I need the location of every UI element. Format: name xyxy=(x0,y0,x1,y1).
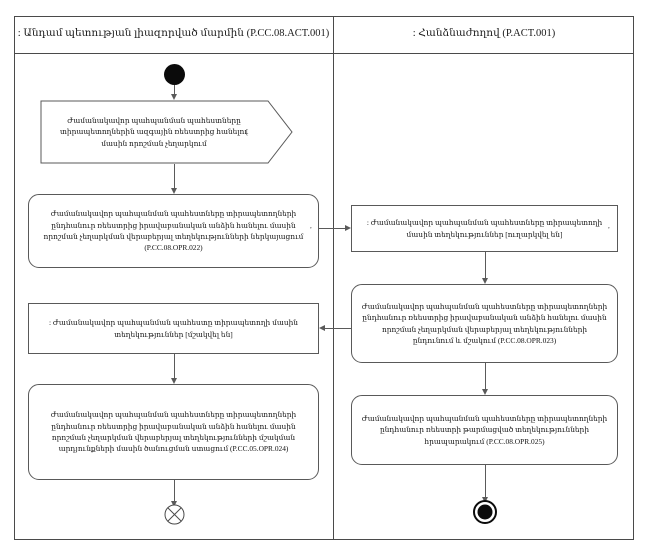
initial-node[interactable] xyxy=(164,64,185,85)
node-label-l1: Ժամանակավոր պահպանման պահեստները տիրապետ… xyxy=(60,115,248,148)
node-action-l2[interactable]: Ժամանակավոր պահպանման պահեստները տիրապետ… xyxy=(28,194,319,268)
node-action-r3[interactable]: Ժամանակավոր պահպանման պահեստները տիրապետ… xyxy=(351,395,618,465)
arrowhead-left-icon xyxy=(319,325,325,331)
edge-l1-to-l2 xyxy=(174,164,175,189)
arrowhead-down-icon xyxy=(171,94,177,100)
swimlane-divider xyxy=(333,16,334,540)
node-l2-pin-marker: , xyxy=(310,222,312,230)
swimlane-header-left: : Անդամ պետության լիազորված մարմին (P.CC… xyxy=(17,28,330,39)
edge-start-to-l1 xyxy=(174,85,175,95)
node-action-r2[interactable]: Ժամանակավոր պահպանման պահեստները տիրապետ… xyxy=(351,284,618,363)
node-label-l4: Ժամանակավոր պահպանման պահեստները տիրապետ… xyxy=(50,410,297,454)
arrowhead-down-icon xyxy=(171,378,177,384)
activity-final-node[interactable] xyxy=(473,500,497,524)
node-label-r1: : Ժամանակավոր պահպանման պահեստները տիրապ… xyxy=(366,218,603,239)
swimlane-header-rule xyxy=(14,53,634,54)
flow-final-node[interactable] xyxy=(164,504,185,525)
edge-r3-to-end xyxy=(485,465,486,498)
swimlane-frame xyxy=(14,16,634,540)
edge-l2-to-r1 xyxy=(319,228,346,229)
node-label-r3: Ժամանակավոր պահպանման պահեստները տիրապետ… xyxy=(361,413,608,446)
edge-r2-to-l3 xyxy=(325,328,351,329)
swimlane-header-right: : Հանձնաժողով (P.ACT.001) xyxy=(412,28,556,39)
edge-r1-to-r2 xyxy=(485,252,486,279)
flow-final-icon xyxy=(164,504,185,525)
arrowhead-down-icon xyxy=(171,188,177,194)
arrowhead-down-icon xyxy=(482,278,488,284)
chevron-tick-marker: [ xyxy=(246,128,249,136)
node-r1-pin-marker: , xyxy=(608,222,610,230)
edge-l3-to-l4 xyxy=(174,354,175,379)
node-signal-receipt-l1[interactable]: Ժամանակավոր պահպանման պահեստները տիրապետ… xyxy=(40,100,312,164)
edge-l4-to-end xyxy=(174,480,175,502)
node-object-l3[interactable]: : Ժամանակավոր պահպանման պահեստը տիրապետո… xyxy=(28,303,319,354)
arrowhead-right-icon xyxy=(345,225,351,231)
arrowhead-down-icon xyxy=(171,501,177,507)
node-label-l3: : Ժամանակավոր պահպանման պահեստը տիրապետո… xyxy=(48,318,298,339)
arrowhead-down-icon xyxy=(482,389,488,395)
edge-r2-to-r3 xyxy=(485,363,486,390)
node-object-r1[interactable]: : Ժամանակավոր պահպանման պահեստները տիրապ… xyxy=(351,205,618,252)
signal-receipt-shape-icon xyxy=(40,100,293,164)
node-label-r2: Ժամանակավոր պահպանման պահեստները տիրապետ… xyxy=(361,301,608,345)
node-label-l2: Ժամանակավոր պահպանման պահեստները տիրապետ… xyxy=(43,209,304,253)
node-action-l4[interactable]: Ժամանակավոր պահպանման պահեստները տիրապետ… xyxy=(28,384,319,480)
activity-final-icon xyxy=(473,500,497,524)
